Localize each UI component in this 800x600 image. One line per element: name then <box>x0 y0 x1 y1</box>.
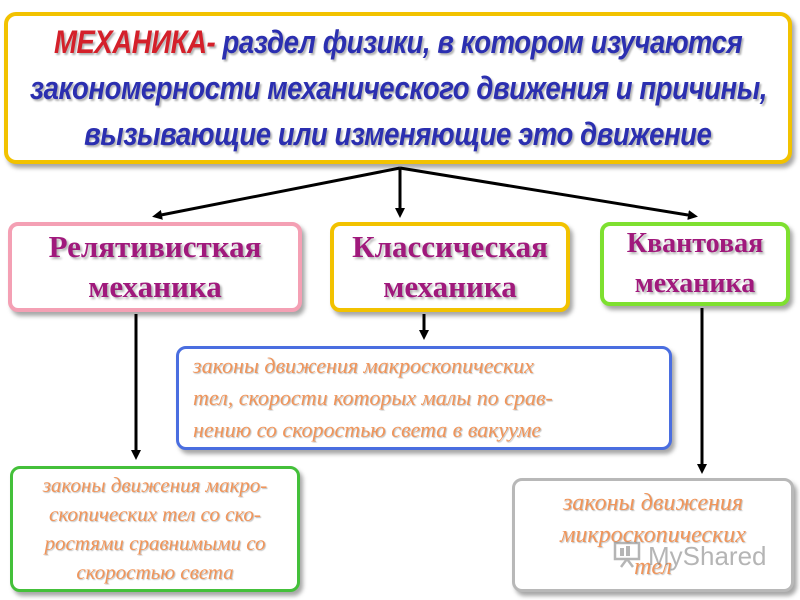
relativistic-line-2: механика <box>88 269 222 304</box>
classical-line-2: механика <box>383 269 517 304</box>
arrow-to-quantum <box>399 166 698 220</box>
classical-desc-line-1: законы движения макроскопических <box>193 353 534 378</box>
quantum-desc-line-1: законы движения <box>562 490 744 516</box>
definition-line-1-rest: раздел физики, в котором изучаются <box>215 24 743 60</box>
definition-line-2: закономерности механического движения и … <box>29 70 767 106</box>
relativistic-desc-line-3: ростями сравнимыми со <box>44 531 266 555</box>
classical-description-box: законы движения макроскопических тел, ск… <box>176 346 672 450</box>
quantum-mechanics-box: Квантовая механика <box>600 222 790 306</box>
watermark-text: MyShared <box>648 540 767 571</box>
relativistic-desc-line-4: скоростью света <box>76 560 234 584</box>
quantum-desc-line-3: тел <box>634 554 672 580</box>
relativistic-mechanics-box: Релятивисткая механика <box>8 222 302 312</box>
presentation-screen-icon <box>612 539 642 574</box>
definition-term: МЕХАНИКА- <box>53 24 216 60</box>
definition-line-1: МЕХАНИКА- раздел физики, в котором изуча… <box>53 19 743 65</box>
classical-mechanics-box: Классическая механика <box>330 222 570 312</box>
classical-desc-line-3: нению со скоростью света в вакууме <box>193 417 542 442</box>
arrow-to-relativistic <box>152 166 401 220</box>
quantum-desc-line-2: микроскопических <box>560 522 746 548</box>
relativistic-desc-line-1: законы движения макро- <box>42 473 268 497</box>
classical-line-1: Классическая <box>352 229 548 264</box>
relativistic-desc-line-2: скопических тел со ско- <box>49 502 261 526</box>
classical-desc-line-2: тел, скорости которых малы по срав- <box>193 385 553 410</box>
myshared-watermark: MyShared <box>612 536 767 576</box>
quantum-description-box: законы движения микроскопических тел <box>512 478 794 592</box>
definition-line-3: вызывающие или изменяющие это движение <box>84 116 712 152</box>
relativistic-line-1: Релятивисткая <box>48 229 262 264</box>
relativistic-description-box: законы движения макро- скопических тел с… <box>10 466 300 592</box>
quantum-line-1: Квантовая <box>626 228 764 259</box>
mechanics-definition-box: МЕХАНИКА- раздел физики, в котором изуча… <box>4 12 792 164</box>
quantum-line-2: механика <box>634 268 756 299</box>
